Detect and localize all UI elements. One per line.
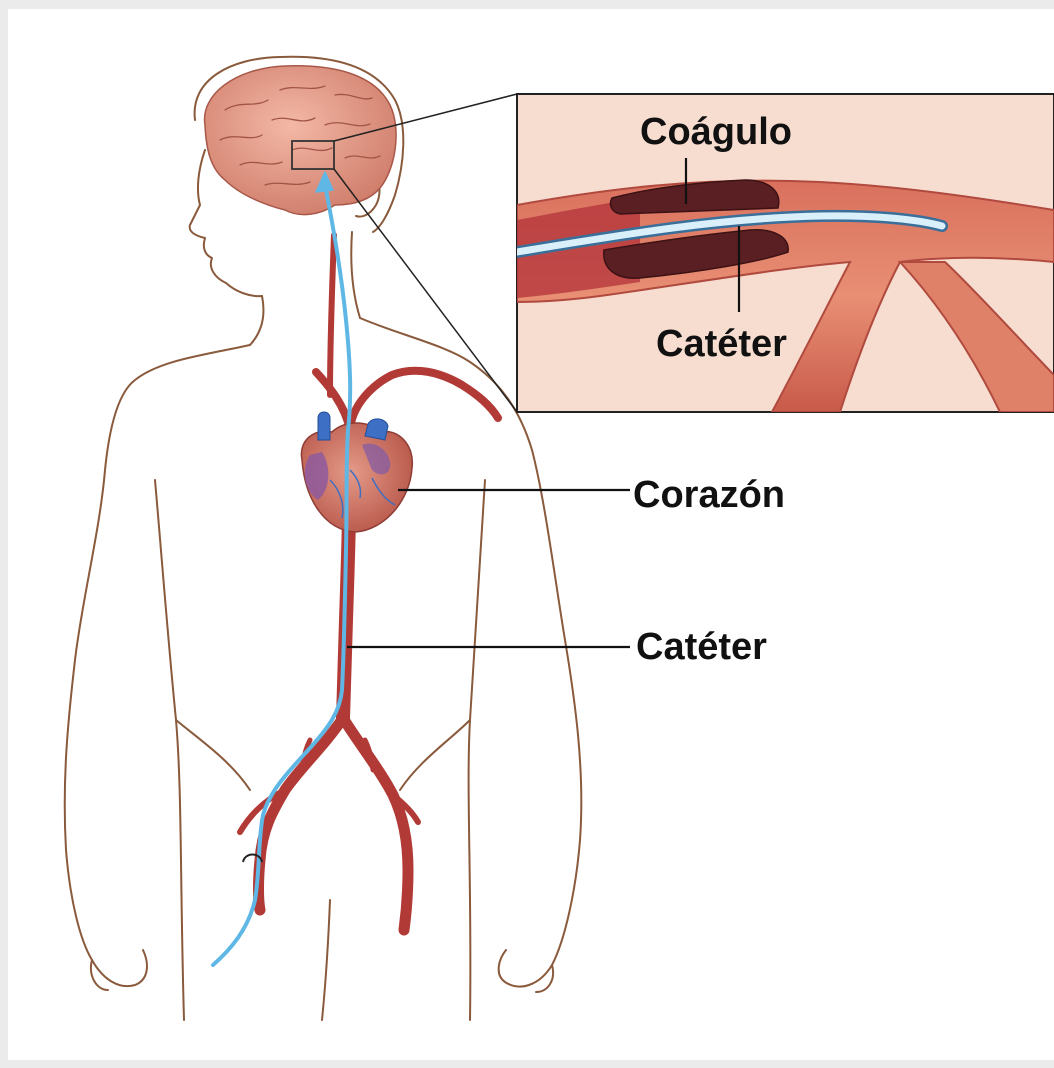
inset-catheter-label: Catéter bbox=[656, 325, 787, 363]
heart-label: Corazón bbox=[633, 476, 785, 514]
heart bbox=[301, 412, 412, 532]
body-catheter-label: Catéter bbox=[636, 628, 767, 666]
clot-label: Coágulo bbox=[640, 113, 792, 151]
arteries bbox=[240, 235, 498, 930]
brain bbox=[205, 66, 397, 215]
